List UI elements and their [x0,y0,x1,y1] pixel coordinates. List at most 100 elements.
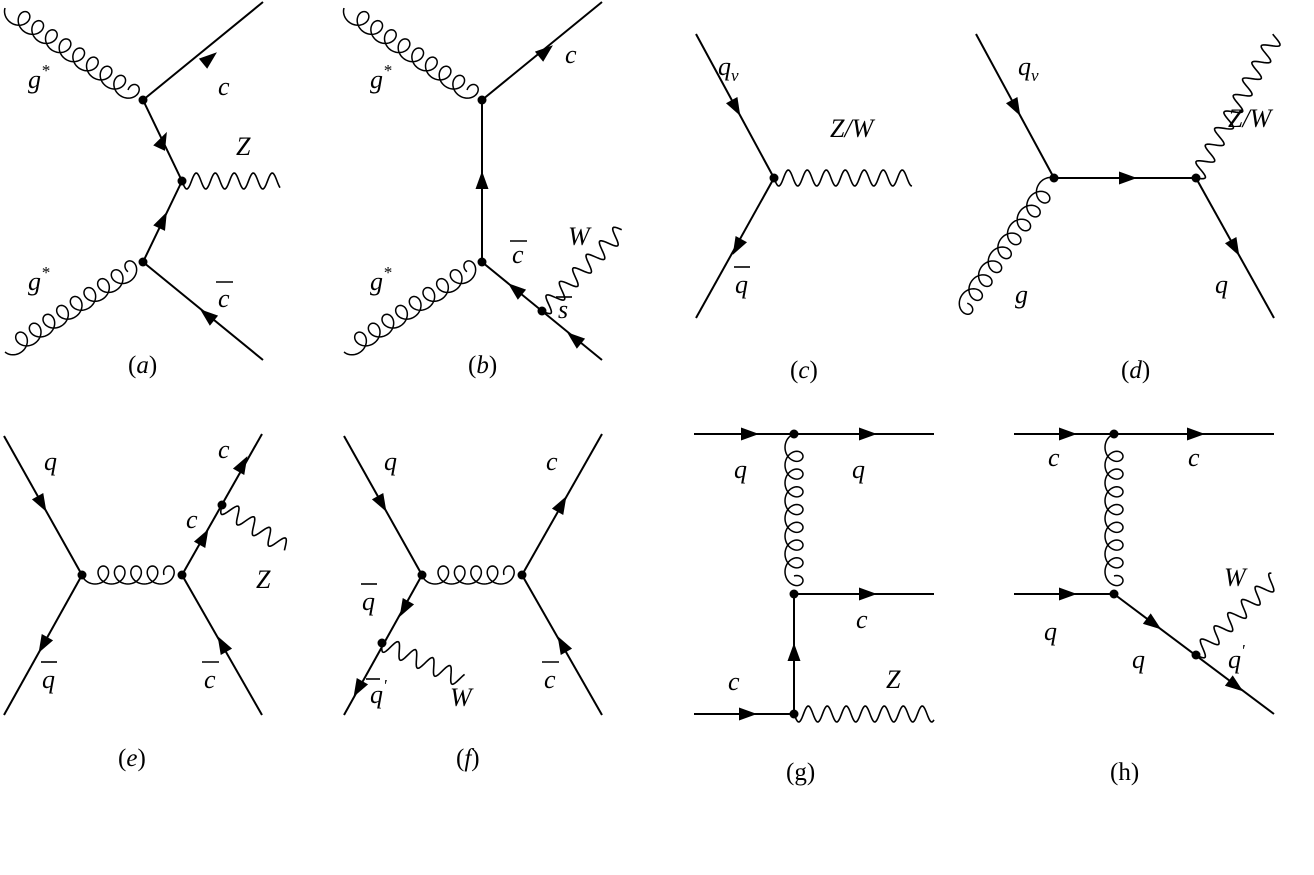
label-q: q [44,447,57,476]
label-w: W [450,683,474,712]
diagram-h: c c q q W q' (h) [1014,427,1275,786]
label-w: W [1224,563,1248,592]
arrow-icon [1119,171,1137,185]
diagram-d: qv Z/W g q (d) [958,33,1281,384]
gluon-line [421,565,515,585]
caption-d: (d) [1121,357,1150,384]
caption-h: (h) [1110,759,1139,786]
arrow-icon [787,643,801,661]
label-q: q [1132,645,1145,674]
vertex-dot [1191,173,1201,183]
label-z: Z [886,665,901,694]
gluon-line [4,260,138,356]
arrow-icon [1059,587,1077,601]
arrow-icon [198,52,217,69]
diagram-a: g* c Z g* c (a) [3,1,281,379]
z-boson-line [181,172,281,190]
caption-e: (e) [118,745,146,772]
label-c: c [1188,443,1200,472]
arrow-icon [551,496,567,516]
label-w: W [568,222,592,251]
vertex-dot [1109,429,1119,439]
arrow-icon [741,427,759,441]
caption-g: (g) [786,759,815,786]
arrow-icon [193,529,209,549]
vertex-dot [417,570,427,580]
vertex-dot [138,257,148,267]
label-qbar: q [362,587,375,616]
vertex-dot [217,500,227,510]
diagram-c: qv Z/W q (c) [695,33,913,384]
label-q: q [1044,617,1057,646]
arrow-icon [371,492,387,512]
label-g-star: g* [28,61,50,94]
vertex-dot [517,570,527,580]
vertex-dot [1109,589,1119,599]
vertex-dot [377,638,387,648]
label-q: q [852,455,865,484]
label-cbar: c [218,284,230,313]
arrow-icon [1187,427,1205,441]
vertex-dot [1049,173,1059,183]
caption-b: (b) [468,352,497,379]
arrow-icon [534,45,553,62]
arrow-icon [200,309,219,326]
arrow-icon [567,332,586,349]
vertex-dot [789,429,799,439]
arrow-icon [399,597,415,617]
gluon-line [81,565,175,585]
vertex-dot [177,570,187,580]
label-c: c [1048,443,1060,472]
label-sbar: s [558,295,568,324]
label-qv: qv [718,52,739,85]
label-q: q [1215,270,1228,299]
label-q: q [384,447,397,476]
gluon-line [958,176,1055,315]
diagram-g: q q c c Z (g) [694,427,935,786]
gluon-line [784,433,804,587]
label-cbar: c [544,665,556,694]
w-boson-line [1195,572,1275,659]
arrow-icon [1005,96,1021,116]
quark-line [142,1,264,101]
label-cbar: c [204,665,216,694]
arrow-icon [1142,613,1162,630]
arrow-icon [153,211,167,231]
caption-f: (f) [456,745,480,772]
arrow-icon [739,707,757,721]
arrow-icon [859,587,877,601]
arrow-icon [475,171,489,189]
zw-boson-line [773,169,913,187]
label-qbar: q [42,665,55,694]
gluon-line [1104,433,1124,587]
arrow-icon [557,636,573,656]
label-zw: Z/W [1228,104,1274,133]
label-c: c [218,435,230,464]
label-z: Z [256,565,271,594]
vertex-dot [77,570,87,580]
arrow-icon [508,283,527,300]
w-boson-line [541,226,623,315]
vertex-dot [537,306,547,316]
label-q: q [734,455,747,484]
caption-a: (a) [128,352,157,379]
label-c: c [218,72,230,101]
arrow-icon [1224,675,1244,692]
label-q-prime: q' [1228,641,1245,674]
arrow-icon [732,235,748,255]
label-qbar-prime: q' [370,676,387,709]
label-g-star: g* [370,61,392,94]
diagram-b: g* c g* c W s (b) [342,1,623,379]
vertex-dot [177,176,187,186]
arrow-icon [1224,236,1240,256]
label-qv: qv [1018,52,1039,85]
vertex-dot [138,95,148,105]
arrow-icon [217,636,233,656]
w-boson-line [380,640,466,686]
diagram-e: q c c Z q c (e) [3,433,288,772]
vertex-dot [789,709,799,719]
label-c: c [728,667,740,696]
caption-c: (c) [790,357,818,384]
vertex-dot [789,589,799,599]
